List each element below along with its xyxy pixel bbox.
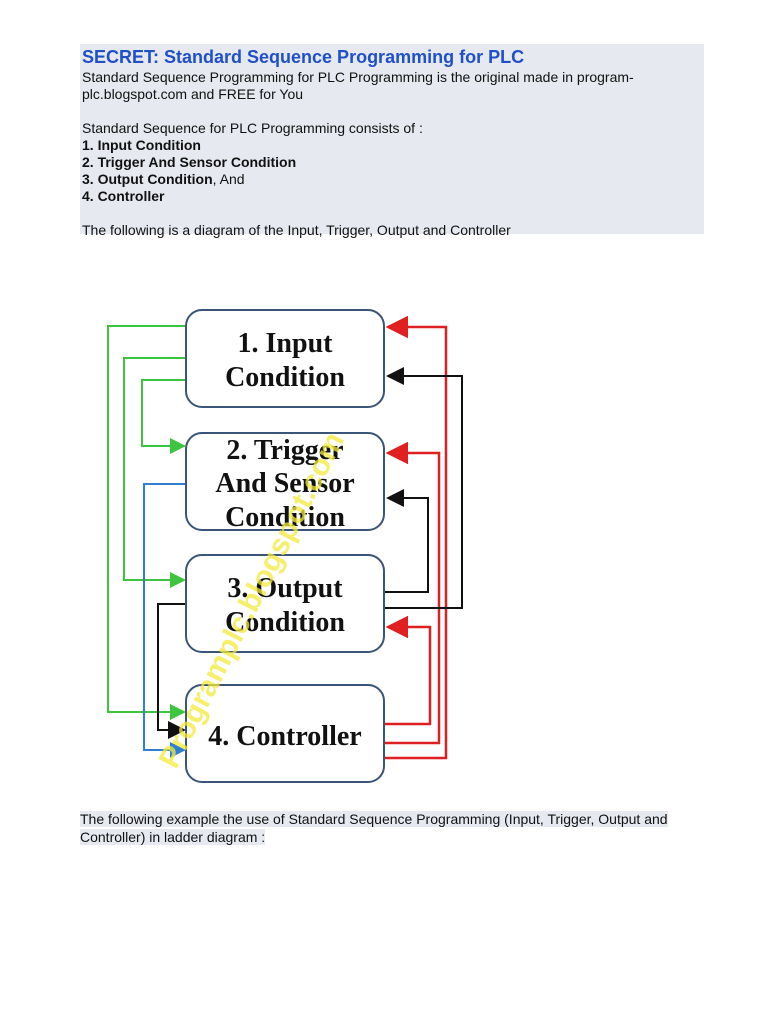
box-trigger-condition: 2. Trigger And Sensor Condition [185,432,385,533]
box-output-line1: 3. Output [227,573,343,604]
item-input-condition: 1. Input Condition [82,137,201,153]
black-connector-left [157,603,186,739]
red-connectors [385,315,448,760]
box-trigger-line1: 2. Trigger [226,435,343,466]
box-input-condition: 1. Input Condition [185,309,385,408]
box-input-line1: 1. Input [238,328,334,359]
box-output-condition: 3. Output Condition [185,554,385,653]
box-trigger-line2: And Sensor [215,468,354,499]
footer-line-2: Controller) in ladder diagram : [80,829,266,845]
sequence-diagram: 1. Input Condition 2. Trigger And Sensor… [107,309,463,783]
box-controller: 4. Controller [185,684,385,783]
black-connectors-right [385,367,463,609]
blue-connector [143,483,186,758]
item-controller: 4. Controller [82,188,165,204]
intro-line-2: plc.blogspot.com and FREE for You [82,86,304,102]
page-title: SECRET: Standard Sequence Programming fo… [82,47,525,67]
footer-line-1: The following example the use of Standar… [80,811,668,827]
box-input-line2: Condition [225,362,345,393]
box-output-line2: Condition [225,607,345,638]
diagram-caption: The following is a diagram of the Input,… [82,222,511,238]
intro-section: SECRET: Standard Sequence Programming fo… [80,44,704,238]
consists-of-text: Standard Sequence for PLC Programming co… [82,120,423,136]
green-connectors [107,325,186,720]
item-output-condition: 3. Output Condition [82,171,213,187]
footer-text: The following example the use of Standar… [80,810,690,846]
item-trigger-condition: 2. Trigger And Sensor Condition [82,154,297,170]
intro-line-1: Standard Sequence Programming for PLC Pr… [82,69,634,85]
item-output-condition-line: 3. Output Condition, And [82,171,702,188]
and-suffix: , And [212,171,245,187]
box-controller-line1: 4. Controller [208,721,361,752]
box-trigger-line3: Condition [225,502,345,533]
